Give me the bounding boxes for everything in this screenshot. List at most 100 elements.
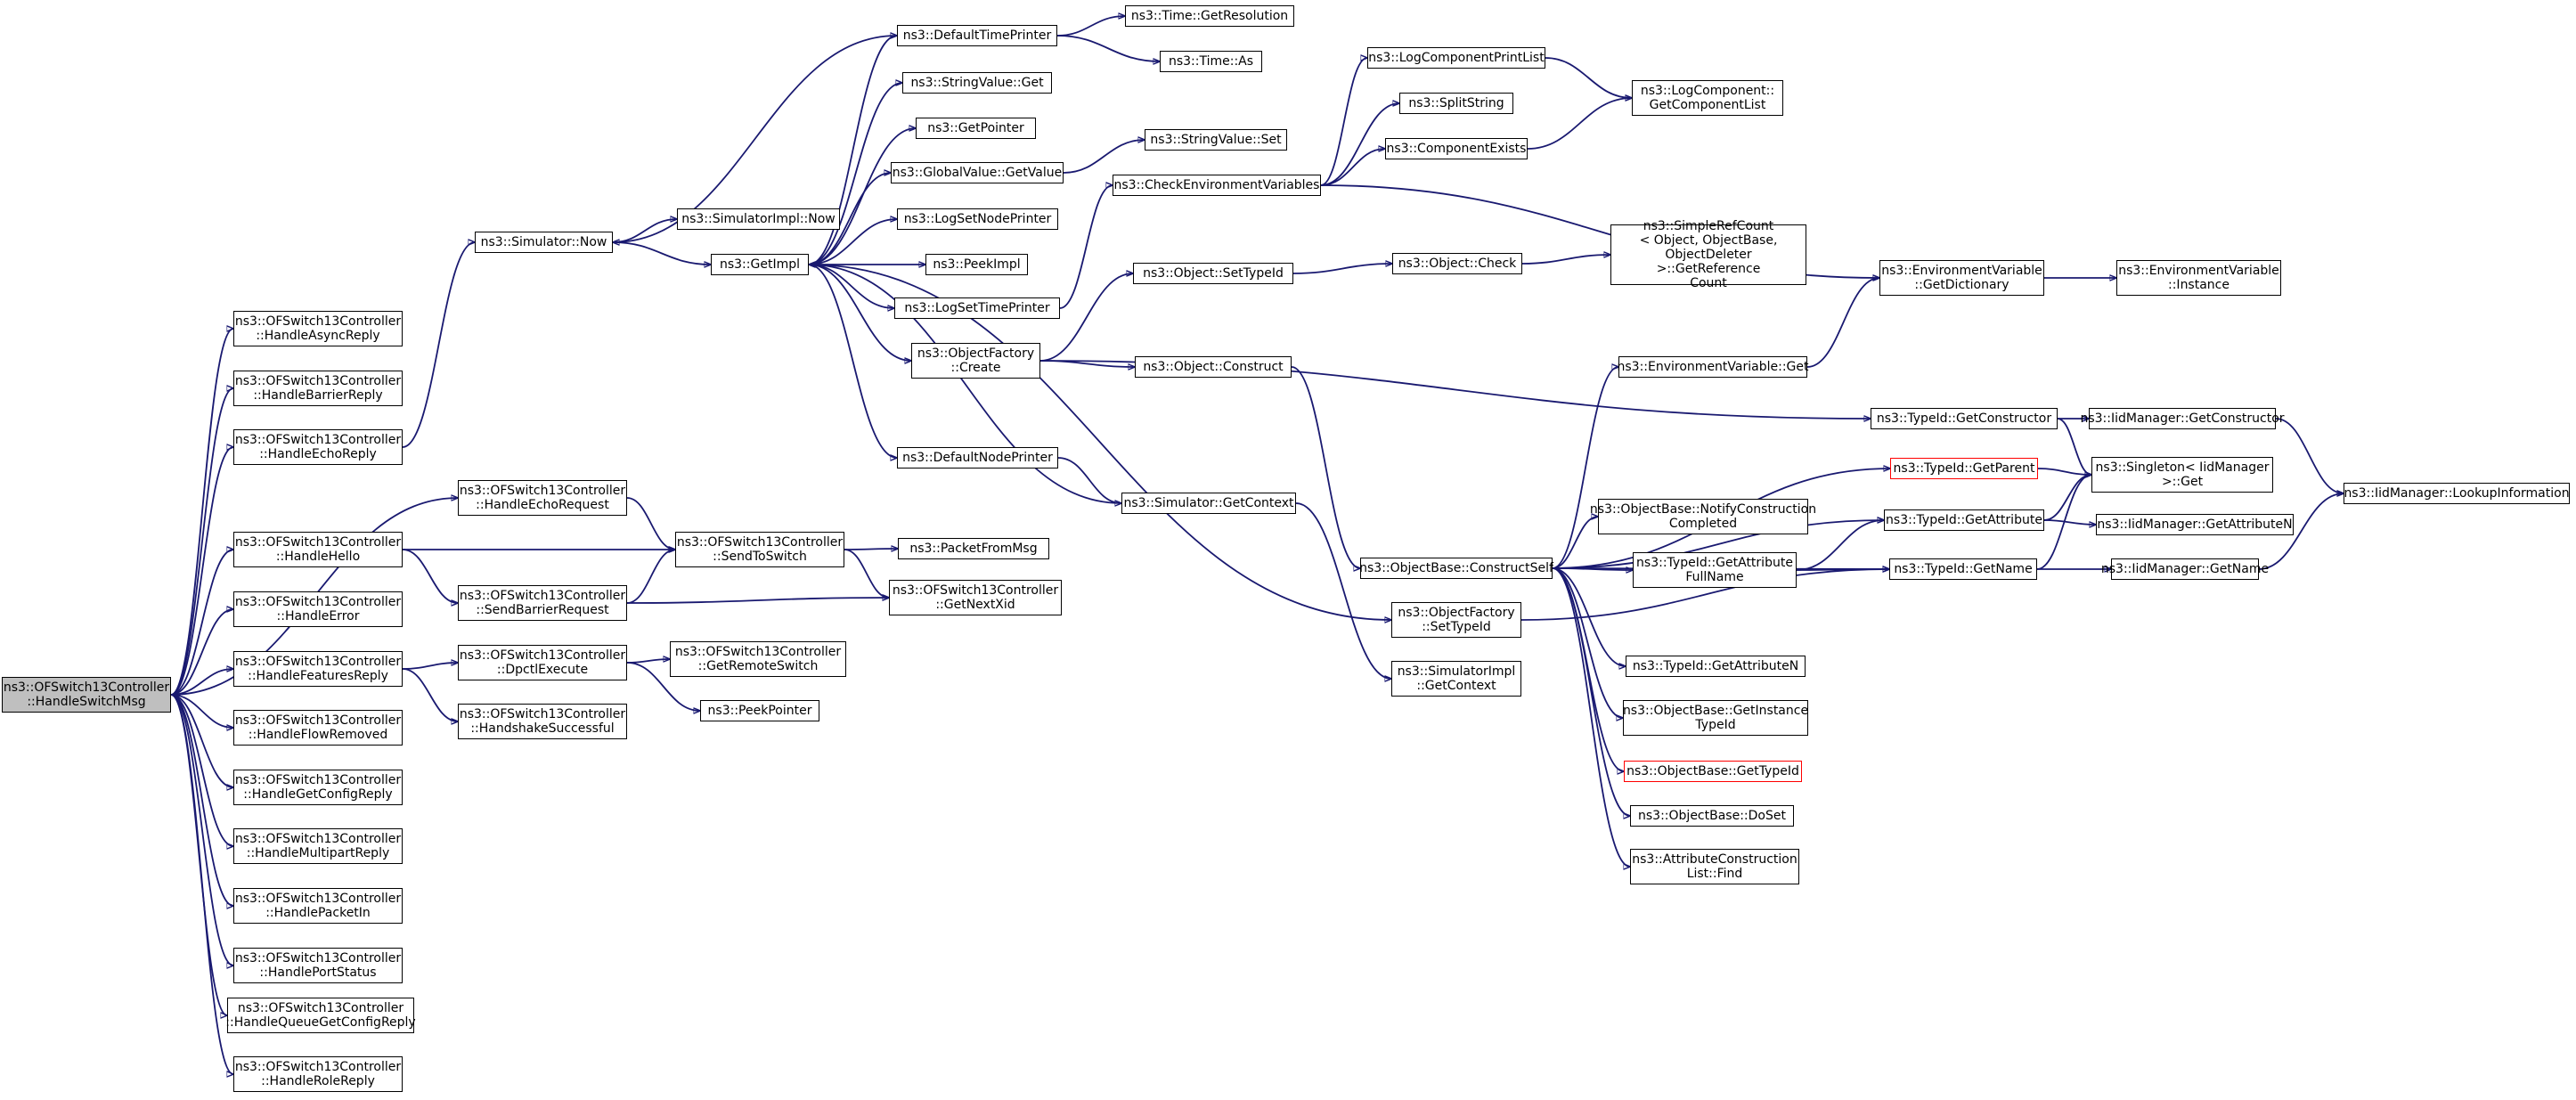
edge-n38-n43 — [1320, 103, 1399, 186]
edge-n44-n49 — [1527, 98, 1632, 150]
node-typeid-getname[interactable]: ns3::TypeId::GetName — [1889, 558, 2037, 580]
node-ofswitch13controller-handlehello[interactable]: ns3::OFSwitch13Controller ::HandleHello — [233, 532, 403, 567]
node-logsetnodeprinter[interactable]: ns3::LogSetNodePrinter — [897, 208, 1058, 230]
node-ofswitch13controller-handleflowremoved[interactable]: ns3::OFSwitch13Controller ::HandleFlowRe… — [233, 710, 403, 746]
edge-n40-n46 — [1291, 366, 1360, 568]
node-simulator-getcontext[interactable]: ns3::Simulator::GetContext — [1121, 493, 1296, 514]
edge-n0-n4 — [170, 550, 233, 696]
node-ofswitch13controller-getnextxid[interactable]: ns3::OFSwitch13Controller ::GetNextXid — [889, 580, 1062, 615]
node-checkenvironmentvariables[interactable]: ns3::CheckEnvironmentVariables — [1113, 175, 1321, 196]
node-peekpointer[interactable]: ns3::PeekPointer — [700, 700, 819, 721]
edge-n0-n6 — [170, 669, 233, 696]
node-ofswitch13controller-handleswitchmsg[interactable]: ns3::OFSwitch13Controller ::HandleSwitch… — [2, 677, 171, 713]
node-object-check[interactable]: ns3::Object::Check — [1392, 253, 1522, 274]
node-simulator-now[interactable]: ns3::Simulator::Now — [475, 232, 613, 253]
node-ofswitch13controller-handlepacketin[interactable]: ns3::OFSwitch13Controller ::HandlePacket… — [233, 888, 403, 924]
edge-n20-n24 — [808, 36, 897, 265]
node-ofswitch13controller-sendtoswitch[interactable]: ns3::OFSwitch13Controller ::SendToSwitch — [675, 532, 844, 567]
node-typeid-getattribute[interactable]: ns3::TypeId::GetAttribute — [1884, 509, 2044, 531]
node-defaulttimeprinter[interactable]: ns3::DefaultTimePrinter — [897, 25, 1057, 46]
node-iidmanager-getname[interactable]: ns3::IidManager::GetName — [2101, 558, 2269, 580]
node-ofswitch13controller-getremoteswitch[interactable]: ns3::OFSwitch13Controller ::GetRemoteSwi… — [670, 641, 846, 677]
node-typeid-getattributen[interactable]: ns3::TypeId::GetAttributeN — [1626, 656, 1806, 677]
node-ofswitch13controller-handlemultipartreply[interactable]: ns3::OFSwitch13Controller ::HandleMultip… — [233, 828, 403, 864]
node-objectbase-constructself[interactable]: ns3::ObjectBase::ConstructSelf — [1359, 558, 1553, 579]
edge-n15-n21 — [626, 497, 675, 550]
edge-n4-n16 — [402, 549, 458, 603]
node-objectfactory-settypeid[interactable]: ns3::ObjectFactory ::SetTypeId — [1391, 602, 1521, 638]
node-ofswitch13controller-handlegetconfigreply[interactable]: ns3::OFSwitch13Controller ::HandleGetCon… — [233, 770, 403, 805]
edge-n20-n47 — [808, 264, 1391, 620]
edge-n20-n31 — [808, 264, 911, 361]
node-object-settypeid[interactable]: ns3::Object::SetTypeId — [1133, 263, 1293, 284]
node-environmentvariable-get[interactable]: ns3::EnvironmentVariable::Get — [1618, 356, 1809, 378]
edge-n65-n69 — [2275, 418, 2344, 493]
edge-n42-n49 — [1545, 57, 1632, 98]
edge-n68-n69 — [2258, 493, 2344, 570]
node-splitstring[interactable]: ns3::SplitString — [1399, 93, 1513, 114]
edge-n60-n66 — [2057, 418, 2091, 475]
edge-n41-n48 — [1295, 502, 1391, 679]
node-ofswitch13controller-handshakesuccessful[interactable]: ns3::OFSwitch13Controller ::HandshakeSuc… — [458, 704, 627, 739]
edge-n0-n9 — [170, 694, 233, 846]
node-iidmanager-getconstructor[interactable]: ns3::IidManager::GetConstructor — [2080, 408, 2285, 429]
node-ofswitch13controller-sendbarrierrequest[interactable]: ns3::OFSwitch13Controller ::SendBarrierR… — [458, 585, 627, 621]
edge-n63-n66 — [2036, 475, 2091, 570]
edge-n31-n39 — [1039, 273, 1133, 362]
node-packetfrommsg[interactable]: ns3::PacketFromMsg — [898, 538, 1049, 559]
edge-n27-n37 — [1063, 140, 1145, 174]
node-logsettimeprinter[interactable]: ns3::LogSetTimePrinter — [894, 297, 1060, 319]
edge-n24-n36 — [1056, 35, 1160, 61]
node-ofswitch13controller-handlerolereply[interactable]: ns3::OFSwitch13Controller ::HandleRoleRe… — [233, 1056, 403, 1092]
node-attributeconstruction-list-find[interactable]: ns3::AttributeConstruction List::Find — [1630, 849, 1799, 884]
edge-n0-n11 — [170, 694, 233, 966]
node-typeid-getattribute-fullname[interactable]: ns3::TypeId::GetAttribute FullName — [1633, 552, 1797, 588]
node-simplerefcount-object-objectbase-objectdeleter-getreference-count[interactable]: ns3::SimpleRefCount < Object, ObjectBase… — [1610, 219, 1806, 290]
node-ofswitch13controller-handlebarrierreply[interactable]: ns3::OFSwitch13Controller ::HandleBarrie… — [233, 371, 403, 406]
node-componentexists[interactable]: ns3::ComponentExists — [1385, 138, 1528, 159]
node-objectbase-gettypeid[interactable]: ns3::ObjectBase::GetTypeId — [1624, 761, 1802, 782]
node-ofswitch13controller-handleasyncreply[interactable]: ns3::OFSwitch13Controller ::HandleAsyncR… — [233, 311, 403, 346]
node-iidmanager-getattributen[interactable]: ns3::IidManager::GetAttributeN — [2096, 514, 2294, 535]
node-typeid-getconstructor[interactable]: ns3::TypeId::GetConstructor — [1871, 408, 2058, 429]
node-defaultnodeprinter[interactable]: ns3::DefaultNodePrinter — [897, 447, 1058, 469]
edge-n38-n44 — [1320, 149, 1385, 186]
node-logcomponentprintlist[interactable]: ns3::LogComponentPrintList — [1367, 47, 1545, 69]
node-objectfactory-create[interactable]: ns3::ObjectFactory ::Create — [911, 343, 1040, 379]
node-globalvalue-getvalue[interactable]: ns3::GlobalValue::GetValue — [891, 162, 1064, 183]
node-object-construct[interactable]: ns3::Object::Construct — [1135, 356, 1292, 378]
edge-n0-n1 — [170, 329, 233, 696]
node-ofswitch13controller-handleportstatus[interactable]: ns3::OFSwitch13Controller ::HandlePortSt… — [233, 948, 403, 983]
node-iidmanager-lookupinformation[interactable]: ns3::IidManager::LookupInformation — [2344, 483, 2570, 504]
edge-n53-n63 — [1796, 569, 1889, 570]
node-ofswitch13controller-dpctlexecute[interactable]: ns3::OFSwitch13Controller ::DpctlExecute — [458, 645, 627, 680]
node-singleton-iidmanager-get[interactable]: ns3::Singleton< IidManager >::Get — [2091, 457, 2273, 493]
node-environmentvariable-instance[interactable]: ns3::EnvironmentVariable ::Instance — [2116, 260, 2281, 296]
node-ofswitch13controller-handleerror[interactable]: ns3::OFSwitch13Controller ::HandleError — [233, 591, 403, 627]
node-stringvalue-set[interactable]: ns3::StringValue::Set — [1145, 129, 1287, 151]
node-objectbase-getinstance-typeid[interactable]: ns3::ObjectBase::GetInstance TypeId — [1623, 700, 1808, 736]
node-ofswitch13controller-handleechorequest[interactable]: ns3::OFSwitch13Controller ::HandleEchoRe… — [458, 480, 627, 516]
node-objectbase-notifyconstruction-completed[interactable]: ns3::ObjectBase::NotifyConstruction Comp… — [1590, 499, 1816, 534]
node-getimpl[interactable]: ns3::GetImpl — [711, 254, 809, 275]
edge-n17-n22 — [626, 659, 670, 664]
node-time-as[interactable]: ns3::Time::As — [1160, 51, 1262, 72]
node-objectbase-doset[interactable]: ns3::ObjectBase::DoSet — [1630, 805, 1794, 827]
node-getpointer[interactable]: ns3::GetPointer — [916, 118, 1036, 139]
node-peekimpl[interactable]: ns3::PeekImpl — [925, 254, 1028, 275]
node-ofswitch13controller-handlequeuegetconfigreply[interactable]: ns3::OFSwitch13Controller ::HandleQueueG… — [225, 998, 416, 1033]
node-logcomponent-getcomponentlist[interactable]: ns3::LogComponent:: GetComponentList — [1632, 80, 1783, 116]
node-time-getresolution[interactable]: ns3::Time::GetResolution — [1125, 5, 1294, 27]
edge-n39-n45 — [1292, 264, 1392, 274]
node-environmentvariable-getdictionary[interactable]: ns3::EnvironmentVariable ::GetDictionary — [1879, 260, 2044, 296]
edge-n20-n27 — [808, 173, 891, 265]
edge-n32-n41 — [1057, 457, 1121, 503]
node-stringvalue-get[interactable]: ns3::StringValue::Get — [902, 72, 1052, 94]
node-ofswitch13controller-handlefeaturesreply[interactable]: ns3::OFSwitch13Controller ::HandleFeatur… — [233, 651, 403, 687]
node-ofswitch13controller-handleechoreply[interactable]: ns3::OFSwitch13Controller ::HandleEchoRe… — [233, 429, 403, 465]
node-simulatorimpl-getcontext[interactable]: ns3::SimulatorImpl ::GetContext — [1391, 661, 1521, 697]
node-typeid-getparent[interactable]: ns3::TypeId::GetParent — [1890, 458, 2038, 479]
node-simulatorimpl-now[interactable]: ns3::SimulatorImpl::Now — [677, 208, 840, 230]
edge-n0-n13 — [170, 694, 233, 1074]
